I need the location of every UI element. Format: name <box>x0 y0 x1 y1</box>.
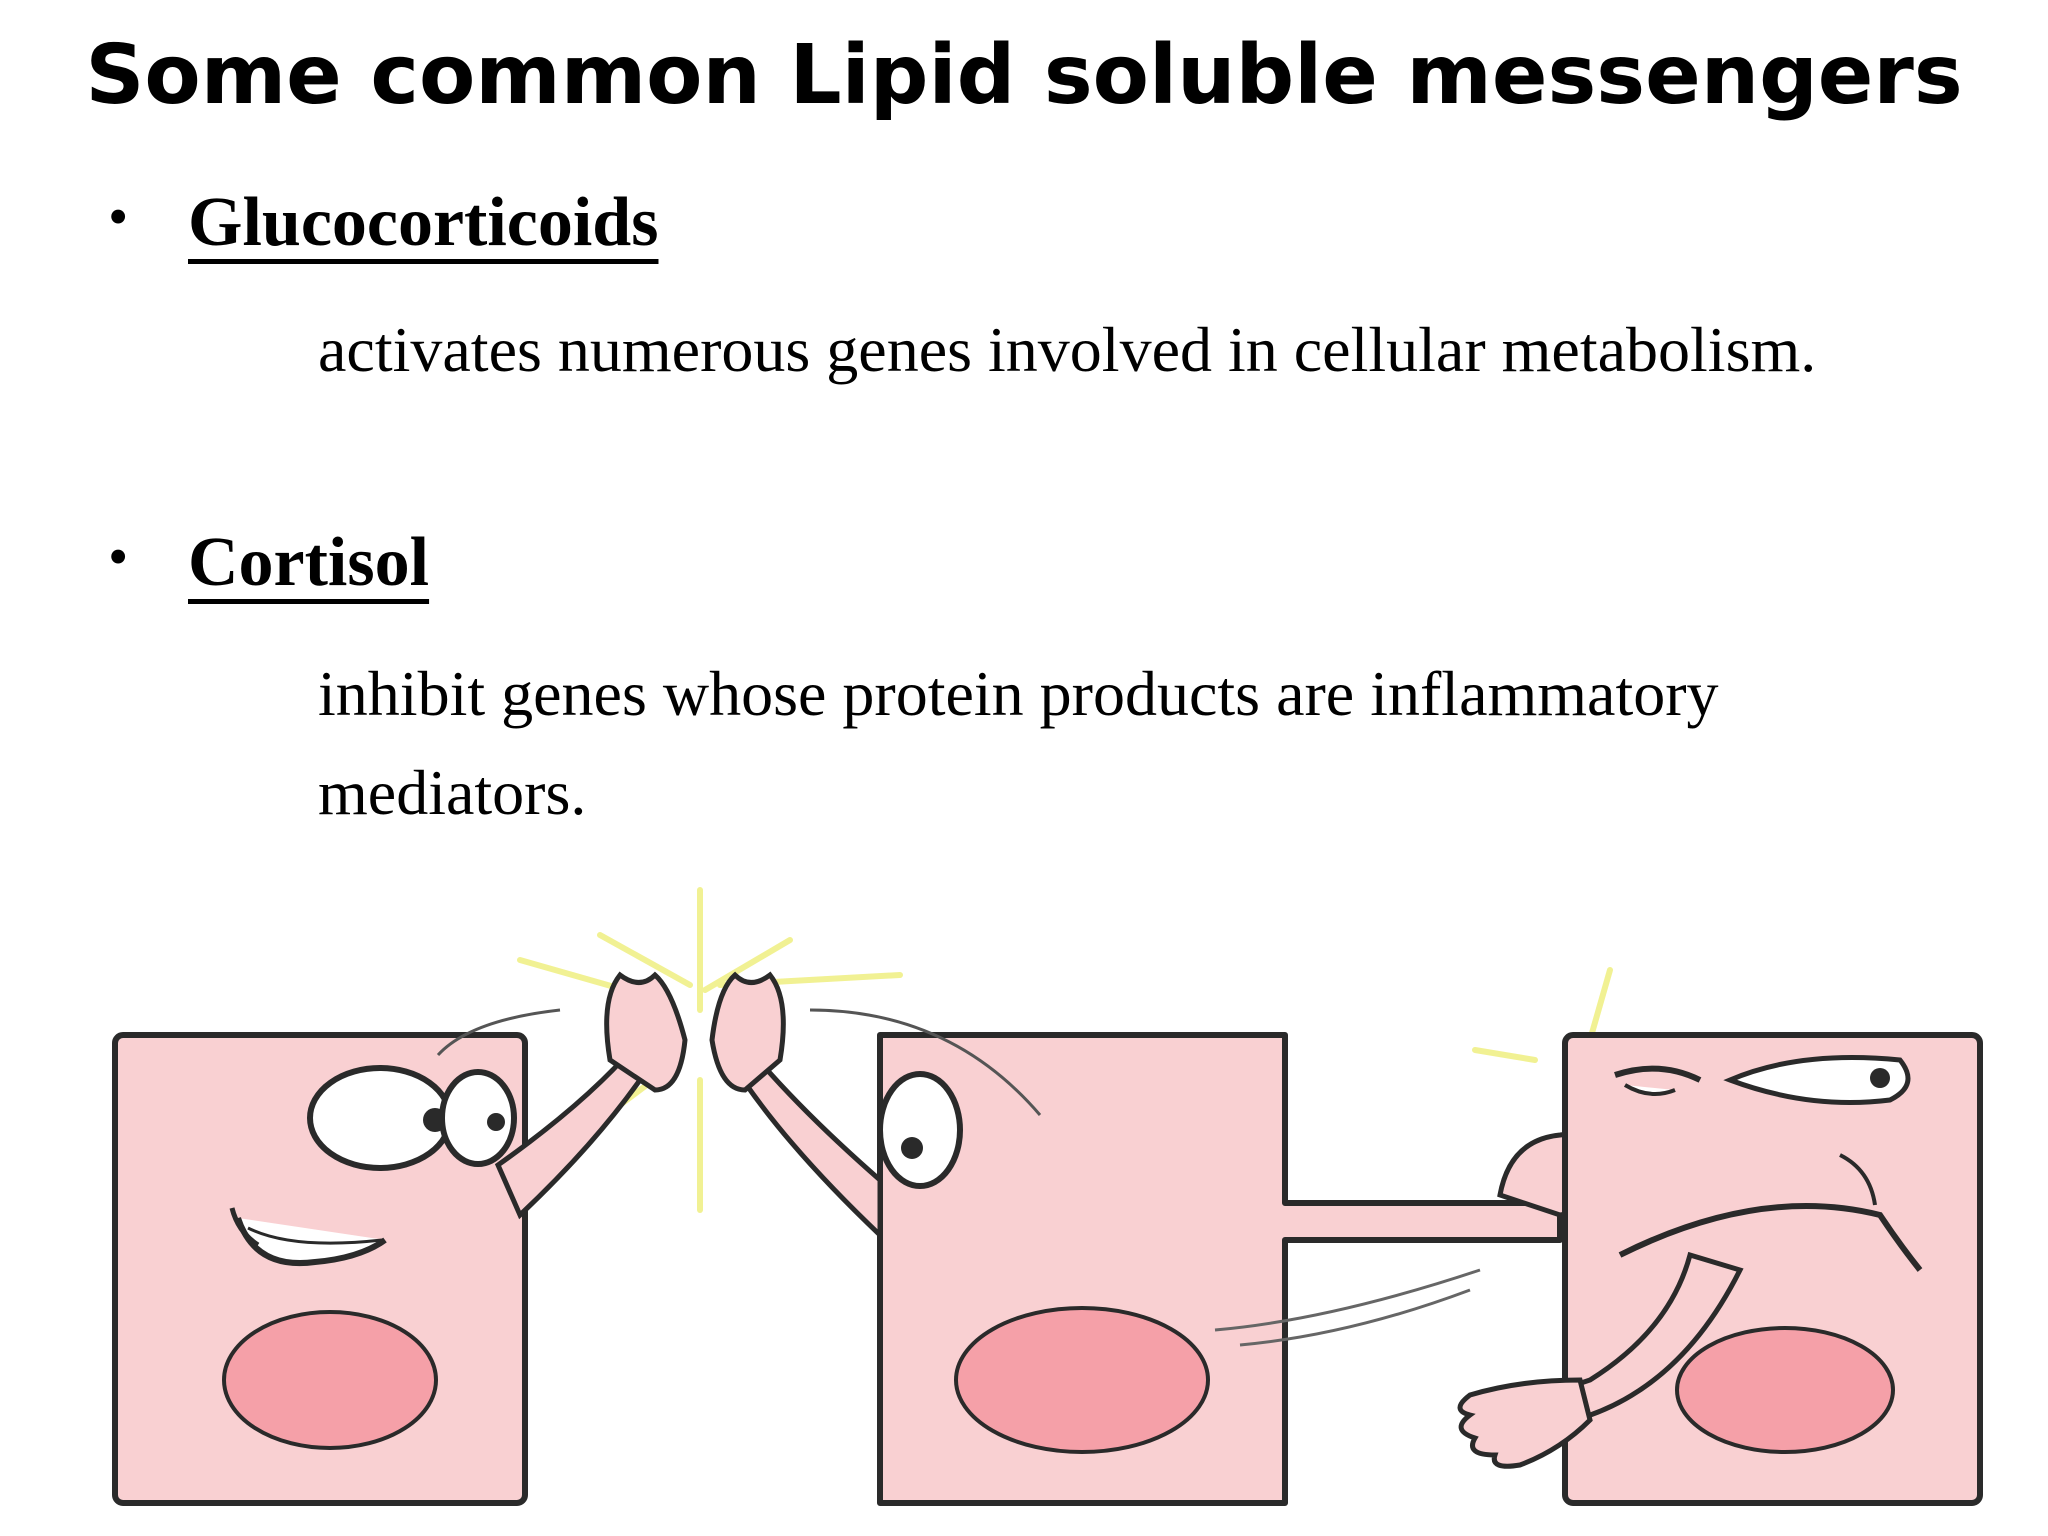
slide-title: Some common Lipid soluble messengers <box>85 28 1963 123</box>
bullet-dot: • <box>108 524 129 589</box>
bullet-description: inhibit genes whose protein products are… <box>318 658 1719 828</box>
frown-mouth <box>1618 1203 1923 1272</box>
eye-middle <box>877 1071 963 1189</box>
nucleus-right <box>1675 1326 1895 1454</box>
eye-left-2 <box>439 1069 517 1167</box>
angry-eye-right <box>1723 1055 1911 1105</box>
right-cell <box>1457 1032 1983 1506</box>
hand-right-cell <box>1457 1377 1593 1469</box>
nucleus-left <box>222 1310 438 1450</box>
bullet-dot: • <box>108 184 129 249</box>
cartoon-cells-illustration <box>112 887 1983 1506</box>
nucleus-middle <box>954 1306 1210 1454</box>
angry-brow <box>1614 1065 1702 1083</box>
middle-cell <box>709 971 1653 1506</box>
left-cell <box>112 971 688 1506</box>
bullet-description: activates numerous genes involved in cel… <box>318 314 1817 385</box>
hand-left-cell <box>604 971 688 1093</box>
bullet-term: Glucocorticoids <box>188 184 659 261</box>
bullet-term: Cortisol <box>188 524 430 601</box>
angry-eye-left <box>1623 1083 1676 1096</box>
hand-middle-cell <box>709 971 786 1093</box>
